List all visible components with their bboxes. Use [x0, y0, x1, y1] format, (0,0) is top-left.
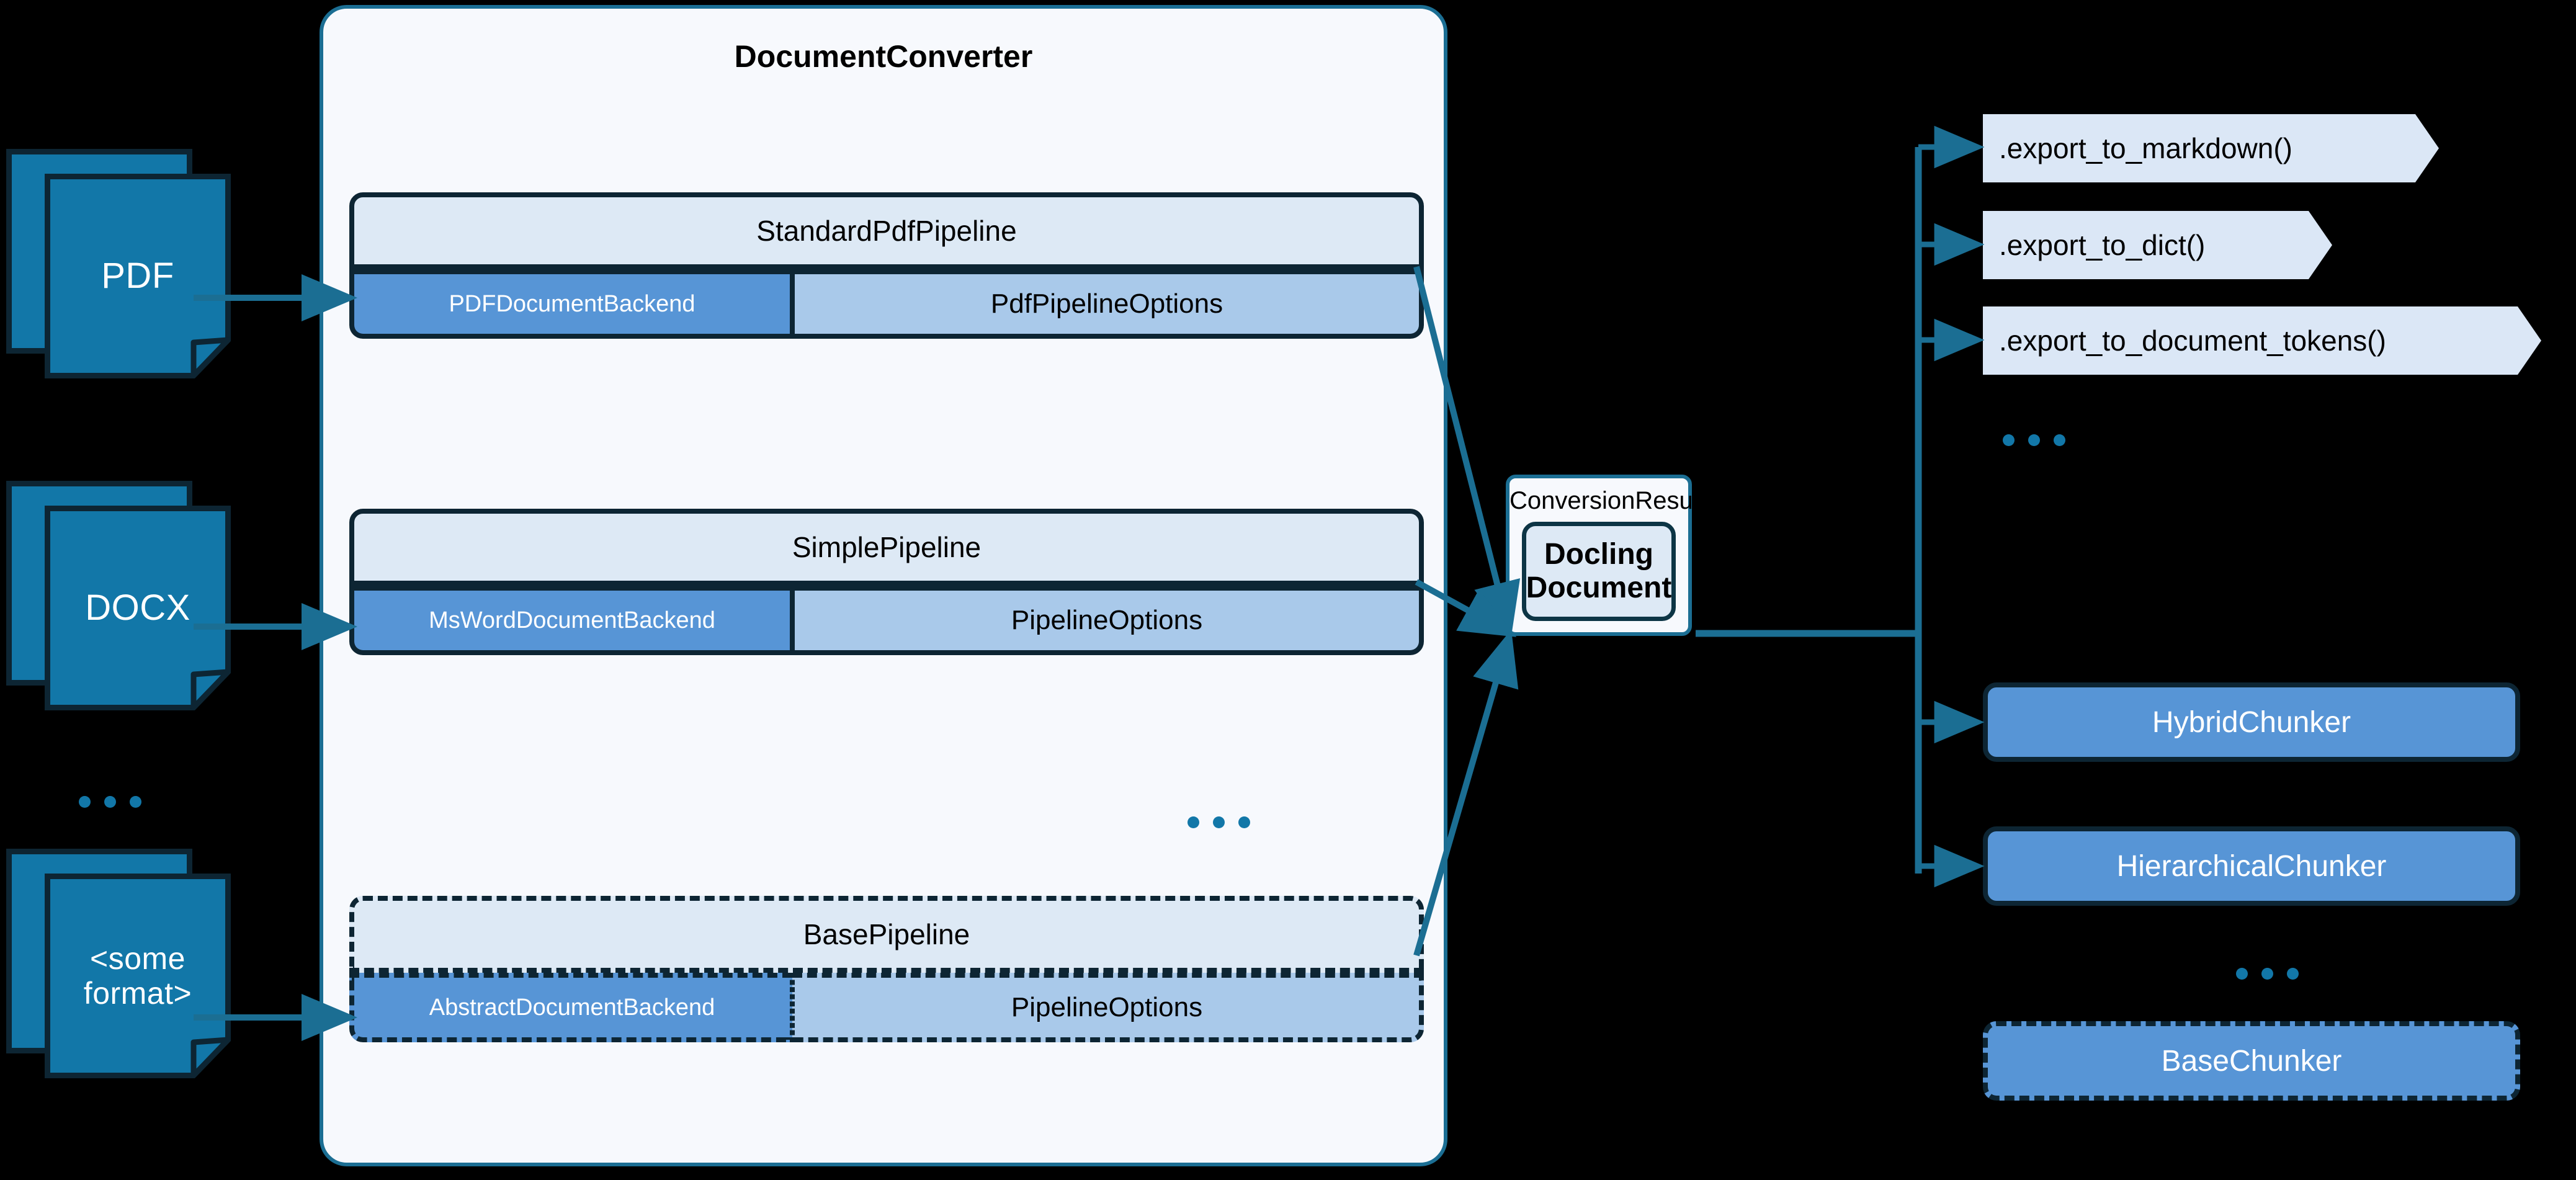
docling-document-line2: Document	[1526, 571, 1672, 604]
pipeline-standard-pdf-row: PDFDocumentBackend PdfPipelineOptions	[349, 269, 1424, 339]
pipeline-base-options[interactable]: PipelineOptions	[792, 973, 1424, 1042]
export-to-markdown-button[interactable]: .export_to_markdown()	[1983, 114, 2439, 182]
pipeline-simple-backend[interactable]: MsWordDocumentBackend	[349, 586, 792, 655]
document-converter-title: DocumentConverter	[734, 39, 1033, 74]
hierarchical-chunker-box[interactable]: HierarchicalChunker	[1983, 826, 2520, 906]
docling-document-box[interactable]: Docling Document	[1522, 522, 1676, 621]
pipeline-standard-pdf-backend[interactable]: PDFDocumentBackend	[349, 269, 792, 339]
docx-document-front-page	[45, 506, 231, 710]
pipeline-standard-pdf[interactable]: StandardPdfPipeline PDFDocumentBackend P…	[349, 192, 1424, 339]
pipeline-standard-pdf-options[interactable]: PdfPipelineOptions	[792, 269, 1424, 339]
pipeline-simple-options[interactable]: PipelineOptions	[792, 586, 1424, 655]
pipeline-simple[interactable]: SimplePipeline MsWordDocumentBackend Pip…	[349, 509, 1424, 655]
exports-ellipsis	[2003, 434, 2065, 446]
export-to-dict-button[interactable]: .export_to_dict()	[1983, 211, 2332, 279]
hybrid-chunker-box[interactable]: HybridChunker	[1983, 682, 2520, 762]
docling-document-line1: Docling	[1544, 538, 1653, 571]
conversion-result-label: ConversionResult	[1509, 487, 1706, 514]
conversion-result-container: ConversionResult Docling Document	[1506, 475, 1706, 636]
document-converter-container: DocumentConverter StandardPdfPipeline PD…	[320, 5, 1447, 1166]
pipeline-base-name: BasePipeline	[349, 896, 1424, 973]
input-ellipsis	[79, 796, 141, 808]
pipeline-simple-name: SimplePipeline	[349, 509, 1424, 586]
pipeline-standard-pdf-name: StandardPdfPipeline	[349, 192, 1424, 269]
pdf-document-front-page	[45, 174, 231, 378]
export-to-document-tokens-button[interactable]: .export_to_document_tokens()	[1983, 306, 2541, 375]
converter-ellipsis	[1187, 816, 1250, 828]
chunkers-ellipsis	[2236, 968, 2299, 980]
pipeline-simple-row: MsWordDocumentBackend PipelineOptions	[349, 586, 1424, 655]
base-chunker-box[interactable]: BaseChunker	[1983, 1021, 2520, 1101]
some-format-front-page	[45, 874, 231, 1078]
pipeline-base-row: AbstractDocumentBackend PipelineOptions	[349, 973, 1424, 1042]
pipeline-base-backend[interactable]: AbstractDocumentBackend	[349, 973, 792, 1042]
pipeline-base[interactable]: BasePipeline AbstractDocumentBackend Pip…	[349, 896, 1424, 1042]
